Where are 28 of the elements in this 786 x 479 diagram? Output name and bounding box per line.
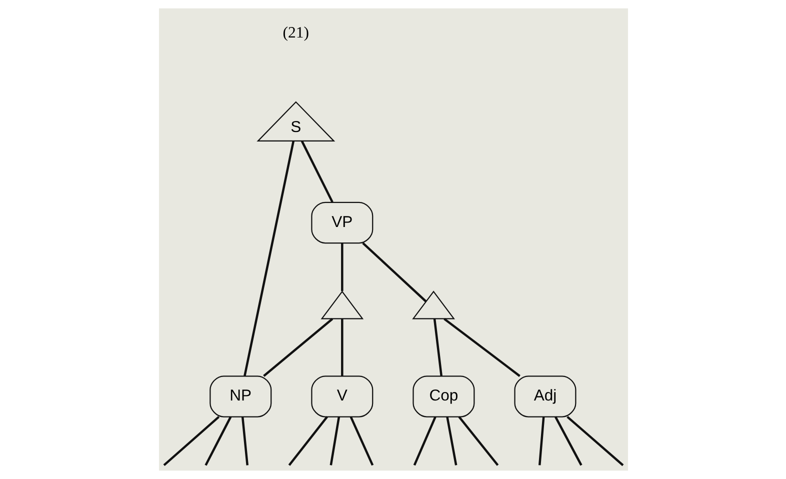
- node-box: VP: [310, 202, 373, 244]
- connector: [446, 416, 457, 466]
- node-box: V: [310, 376, 373, 418]
- connector: [162, 416, 220, 466]
- connector: [349, 416, 374, 466]
- connector: [288, 416, 328, 466]
- connector: [458, 416, 498, 466]
- connector: [240, 416, 248, 466]
- connector: [243, 141, 294, 376]
- node-triangle: [412, 290, 454, 320]
- connector: [329, 416, 340, 466]
- node-box: NP: [209, 376, 272, 418]
- connector: [432, 318, 442, 376]
- connector: [554, 416, 582, 466]
- label: (21): [282, 24, 309, 42]
- connector: [362, 242, 426, 302]
- connector: [443, 318, 520, 377]
- node-box: Adj: [514, 376, 576, 418]
- node-box: Cop: [412, 376, 474, 418]
- connector: [340, 243, 343, 292]
- connector: [340, 318, 343, 376]
- connector: [566, 416, 624, 466]
- connector: [204, 416, 232, 466]
- connector: [262, 318, 333, 377]
- connector: [538, 416, 544, 466]
- connector: [412, 416, 436, 466]
- node-triangle: [320, 290, 364, 320]
- connector: [300, 140, 333, 203]
